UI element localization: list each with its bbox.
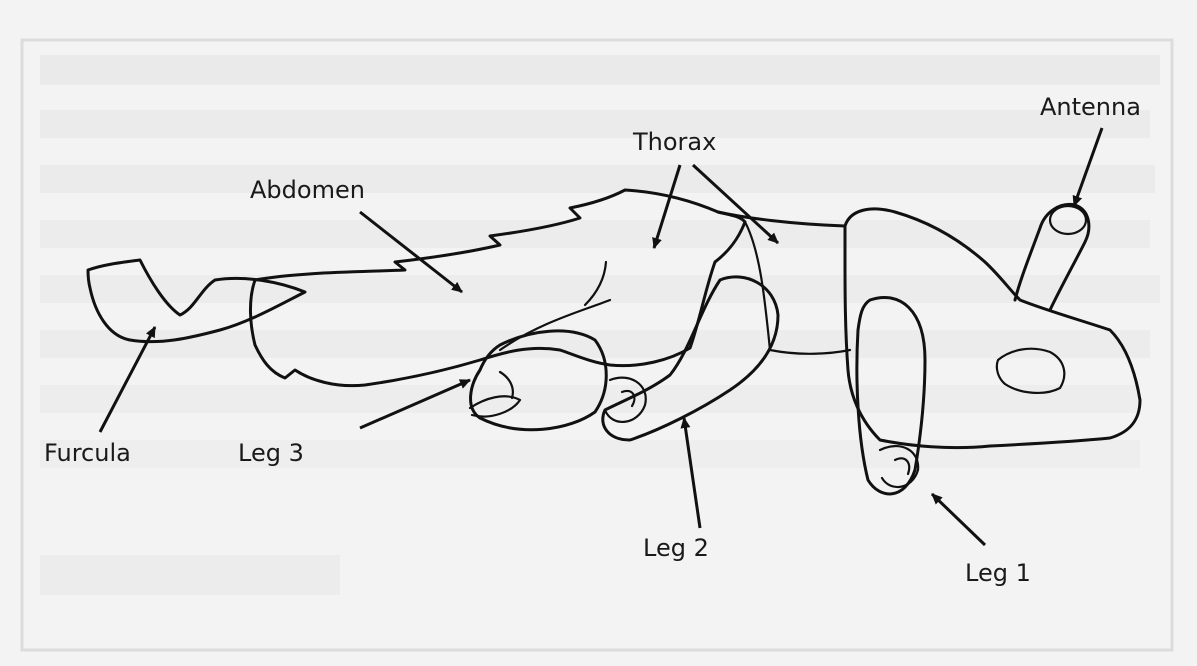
label-antenna: Antenna (1040, 93, 1141, 121)
bleed-through-texture (40, 55, 1160, 595)
arrow-leg2 (684, 418, 700, 528)
label-leg1: Leg 1 (965, 559, 1031, 587)
label-thorax: Thorax (632, 128, 716, 156)
label-leg3: Leg 3 (238, 439, 304, 467)
arrow-leg1 (932, 494, 985, 545)
label-leg2: Leg 2 (643, 534, 709, 562)
label-furcula: Furcula (44, 439, 131, 467)
label-abdomen: Abdomen (250, 176, 365, 204)
